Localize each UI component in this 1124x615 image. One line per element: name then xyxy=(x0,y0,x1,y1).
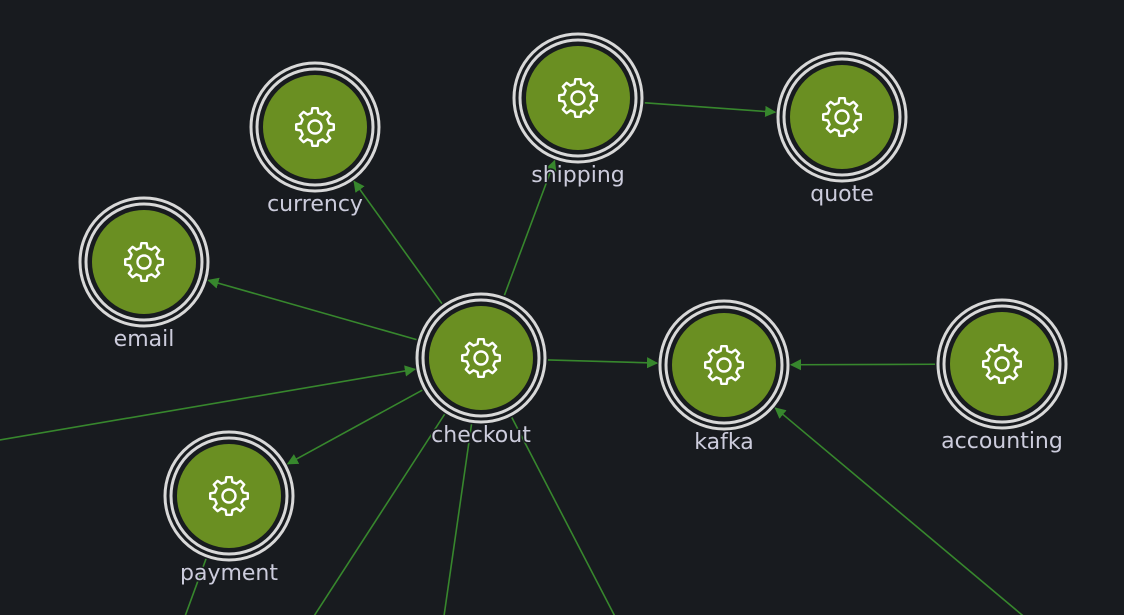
edge-offscreen-bottom-right-to-kafka[interactable] xyxy=(774,407,1040,615)
node-checkout[interactable]: checkout xyxy=(415,292,547,450)
node-inner-ring xyxy=(518,38,638,158)
node-label-quote: quote xyxy=(810,182,874,207)
node-outer-ring xyxy=(512,32,644,164)
edges-layer xyxy=(0,102,1040,615)
node-inner-ring xyxy=(664,305,784,425)
node-outer-ring xyxy=(776,51,908,183)
node-inner-ring xyxy=(84,202,204,322)
node-inner-ring xyxy=(169,436,289,556)
node-payment[interactable]: payment xyxy=(163,430,295,588)
edge-checkout-to-kafka[interactable] xyxy=(547,357,659,369)
node-outer-ring xyxy=(249,61,381,193)
node-inner-ring xyxy=(782,57,902,177)
node-label-email: email xyxy=(114,327,175,352)
node-fill xyxy=(429,306,533,410)
gear-icon xyxy=(821,96,863,138)
node-inner-ring xyxy=(942,304,1062,424)
gear-icon xyxy=(294,106,336,148)
node-inner-ring xyxy=(255,67,375,187)
node-fill xyxy=(526,46,630,150)
node-label-currency: currency xyxy=(267,192,363,217)
edge-shipping-to-quote[interactable] xyxy=(644,102,777,118)
node-fill xyxy=(950,312,1054,416)
gear-icon xyxy=(703,344,745,386)
node-accounting[interactable]: accounting xyxy=(936,298,1068,456)
node-outer-ring xyxy=(936,298,1068,430)
gear-icon xyxy=(557,77,599,119)
edge-checkout-to-currency[interactable] xyxy=(353,180,443,305)
gear-icon xyxy=(460,337,502,379)
gear-icon xyxy=(981,343,1023,385)
node-outer-ring xyxy=(415,292,547,424)
node-label-kafka: kafka xyxy=(694,430,753,455)
edge-checkout-to-shipping[interactable] xyxy=(503,159,557,296)
edge-checkout-to-email[interactable] xyxy=(207,277,417,341)
node-outer-ring xyxy=(78,196,210,328)
gear-icon xyxy=(123,241,165,283)
node-label-payment: payment xyxy=(180,561,278,586)
node-email[interactable]: email xyxy=(78,196,210,354)
node-outer-ring xyxy=(658,299,790,431)
node-label-accounting: accounting xyxy=(941,429,1063,454)
edge-payment-to-offscreen-bottom-4[interactable] xyxy=(180,558,207,615)
edge-offscreen-left-to-checkout[interactable] xyxy=(0,365,417,445)
edge-checkout-to-payment[interactable] xyxy=(286,389,423,465)
node-label-checkout: checkout xyxy=(431,423,531,448)
node-fill xyxy=(790,65,894,169)
edge-checkout-to-offscreen-bottom-3[interactable] xyxy=(511,417,622,615)
gear-icon xyxy=(208,475,250,517)
node-shipping[interactable]: shipping xyxy=(512,32,644,190)
edge-checkout-to-offscreen-bottom-1[interactable] xyxy=(305,413,446,615)
node-label-shipping: shipping xyxy=(531,163,624,188)
node-fill xyxy=(177,444,281,548)
edge-checkout-to-offscreen-bottom-2[interactable] xyxy=(442,424,473,615)
node-outer-ring xyxy=(163,430,295,562)
node-fill xyxy=(672,313,776,417)
node-inner-ring xyxy=(421,298,541,418)
node-kafka[interactable]: kafka xyxy=(658,299,790,457)
edge-accounting-to-kafka[interactable] xyxy=(789,359,936,371)
node-fill xyxy=(263,75,367,179)
node-quote[interactable]: quote xyxy=(776,51,908,209)
node-fill xyxy=(92,210,196,314)
node-currency[interactable]: currency xyxy=(249,61,381,219)
nodes-layer: currency shipping quote email checkout kafka a… xyxy=(78,32,1068,588)
